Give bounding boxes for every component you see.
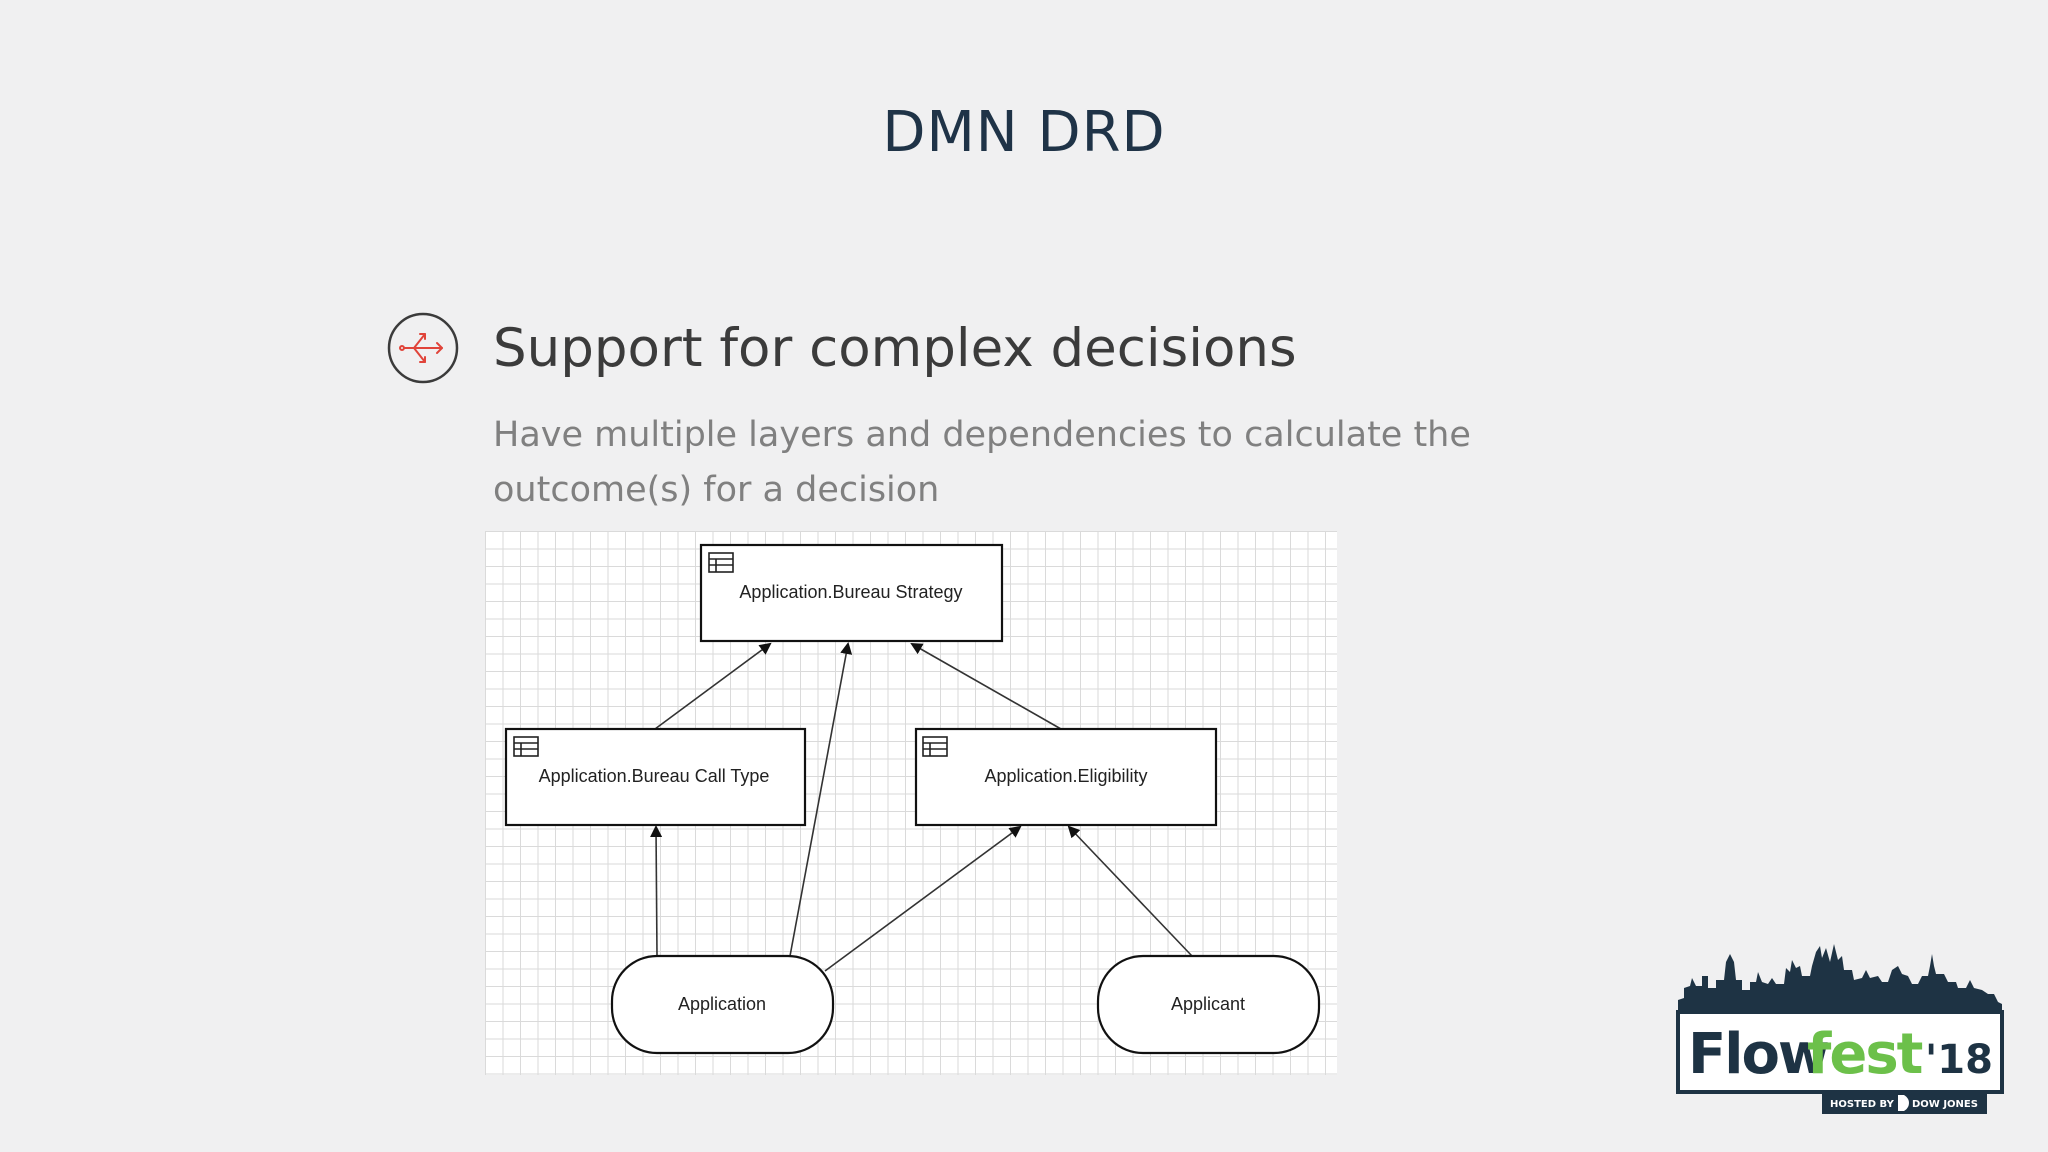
decision-node-strategy[interactable]: Application.Bureau Strategy <box>699 543 1004 643</box>
decision-label: Application.Eligibility <box>984 766 1147 786</box>
edge-eligibility-to-strategy <box>910 643 1062 730</box>
input-node-application[interactable]: Application <box>610 954 835 1055</box>
logo-word-flow: Flow <box>1688 1022 1828 1087</box>
bullet-description: Have multiple layers and dependencies to… <box>493 415 1471 510</box>
drd-diagram: Application.Bureau Strategy Application.… <box>485 531 1337 1075</box>
split-arrow-icon <box>387 312 459 384</box>
logo-hosted-by: HOSTED BY <box>1830 1099 1895 1110</box>
dow-jones-mark-icon <box>1898 1095 1909 1111</box>
edge-applicant-to-eligibility <box>1067 825 1193 957</box>
logo-year: '18 <box>1925 1037 1993 1083</box>
flowfest-logo: Flow fest '18 HOSTED BY DOW JONES <box>1676 944 2004 1114</box>
decision-label: Application.Bureau Call Type <box>539 766 770 786</box>
edge-application-to-calltype <box>650 825 663 957</box>
decision-table-icon <box>513 736 539 757</box>
input-node-applicant[interactable]: Applicant <box>1096 954 1321 1055</box>
logo-badge <box>1676 1010 2004 1094</box>
input-label: Application <box>678 994 766 1014</box>
decision-table-icon <box>708 552 734 573</box>
decision-table-icon <box>922 736 948 757</box>
slide-title: DMN DRD <box>882 100 1166 165</box>
edge-application-to-eligibility <box>824 825 1022 972</box>
city-skyline <box>1678 944 2002 1012</box>
decision-label: Application.Bureau Strategy <box>739 582 962 602</box>
bullet-heading: Support for complex decisions <box>493 318 1297 379</box>
decision-node-eligibility[interactable]: Application.Eligibility <box>914 727 1218 827</box>
input-label: Applicant <box>1171 994 1245 1014</box>
logo-word-fest: fest <box>1807 1022 1923 1087</box>
decision-node-calltype[interactable]: Application.Bureau Call Type <box>504 727 807 827</box>
edge-calltype-to-strategy <box>654 642 772 730</box>
logo-sponsor: DOW JONES <box>1912 1099 1978 1110</box>
edge-application-to-strategy <box>789 642 853 957</box>
